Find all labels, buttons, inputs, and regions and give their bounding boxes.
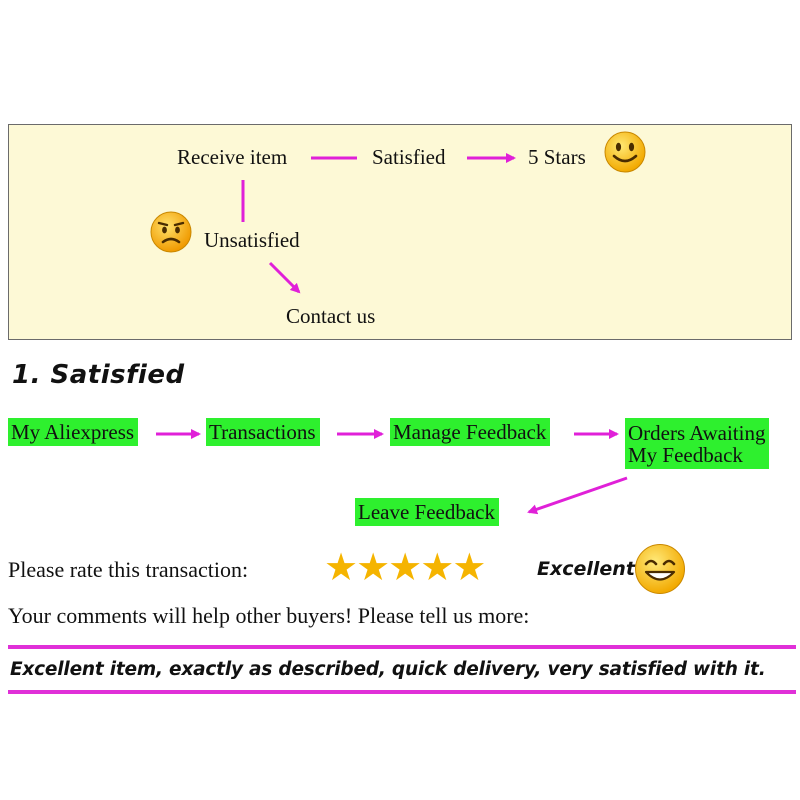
flow-unsatisfied: Unsatisfied xyxy=(204,228,300,252)
rating-prompt: Please rate this transaction: xyxy=(8,557,249,582)
star-rating[interactable]: ★★★★★ xyxy=(324,547,486,589)
step-orders-awaiting-line1: Orders Awaiting xyxy=(628,421,766,445)
step-my-aliexpress: My Aliexpress xyxy=(8,418,139,446)
step-manage-feedback: Manage Feedback xyxy=(390,418,551,446)
step-transactions: Transactions xyxy=(206,418,320,446)
star-icon[interactable]: ★ xyxy=(388,547,422,589)
flow-satisfied: Satisfied xyxy=(372,145,446,169)
star-icon[interactable]: ★ xyxy=(452,547,486,589)
flow-panel xyxy=(8,124,792,340)
section-heading: 1. Satisfied xyxy=(12,360,185,390)
arrow-orders-to-leave-feedback xyxy=(527,476,628,515)
step-leave-feedback: Leave Feedback xyxy=(355,498,500,526)
star-icon[interactable]: ★ xyxy=(356,547,390,589)
step-orders-awaiting-line2: My Feedback xyxy=(628,443,743,467)
star-icon[interactable]: ★ xyxy=(420,547,454,589)
flow-receive-item: Receive item xyxy=(177,145,288,169)
smiley-face-icon xyxy=(604,131,646,173)
step-orders-awaiting-my-feedback: Orders Awaiting My Feedback xyxy=(625,418,770,469)
comment-prompt: Your comments will help other buyers! Pl… xyxy=(8,603,530,628)
flow-contact-us: Contact us xyxy=(286,304,376,328)
grinning-face-icon xyxy=(634,543,686,595)
rating-label: Excellent xyxy=(537,558,635,580)
flow-five-stars: 5 Stars xyxy=(528,145,586,169)
review-text[interactable]: Excellent item, exactly as described, qu… xyxy=(10,659,766,680)
worried-face-icon xyxy=(150,211,192,253)
review-bottom-rule xyxy=(8,690,796,694)
star-icon[interactable]: ★ xyxy=(324,547,358,589)
review-top-rule xyxy=(8,645,796,649)
